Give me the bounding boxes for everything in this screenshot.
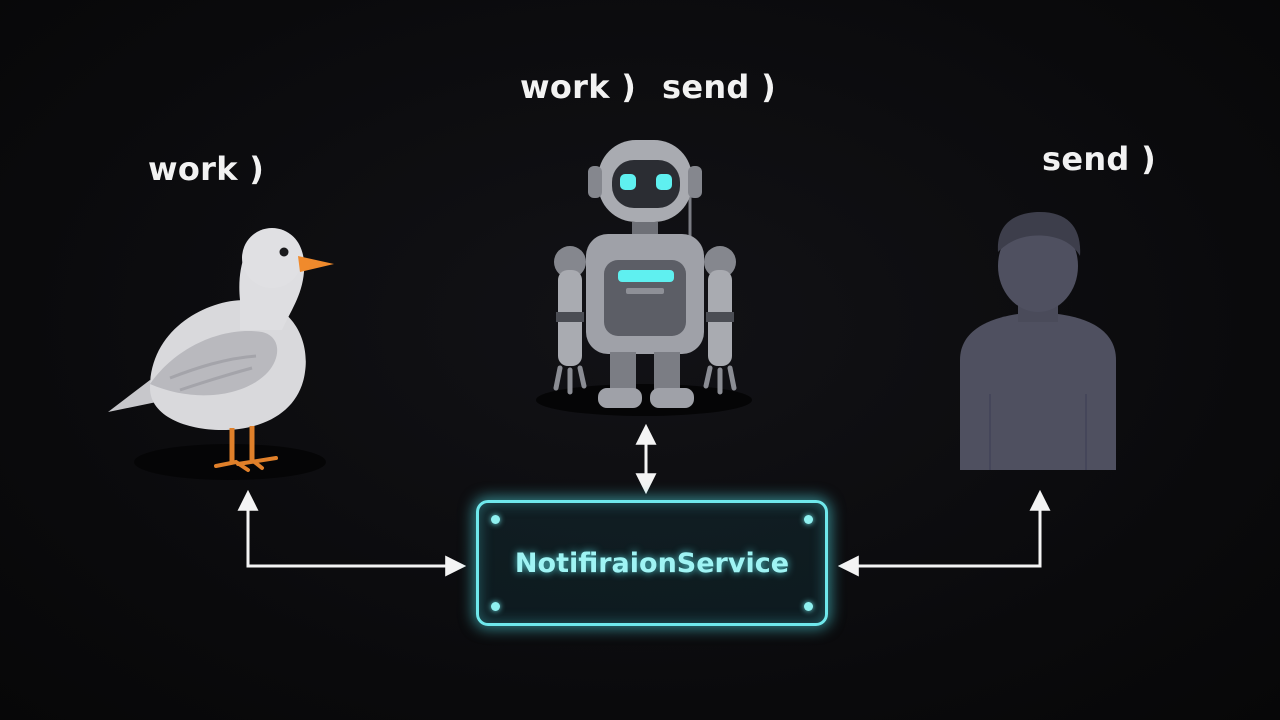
notification-service-node: NotifiraionService bbox=[476, 500, 828, 626]
robot-send-label: send ) bbox=[662, 68, 777, 106]
corner-dot bbox=[491, 602, 500, 611]
bird-connector-arrow bbox=[237, 489, 467, 577]
bird-label: work ) bbox=[148, 150, 265, 188]
person-connector-arrow bbox=[837, 489, 1051, 577]
corner-dot bbox=[804, 602, 813, 611]
person-label: send ) bbox=[1042, 140, 1157, 178]
corner-dot bbox=[491, 515, 500, 524]
service-name: NotifiraionService bbox=[514, 547, 790, 579]
robot-work-label: work ) bbox=[520, 68, 637, 106]
corner-dot bbox=[804, 515, 813, 524]
